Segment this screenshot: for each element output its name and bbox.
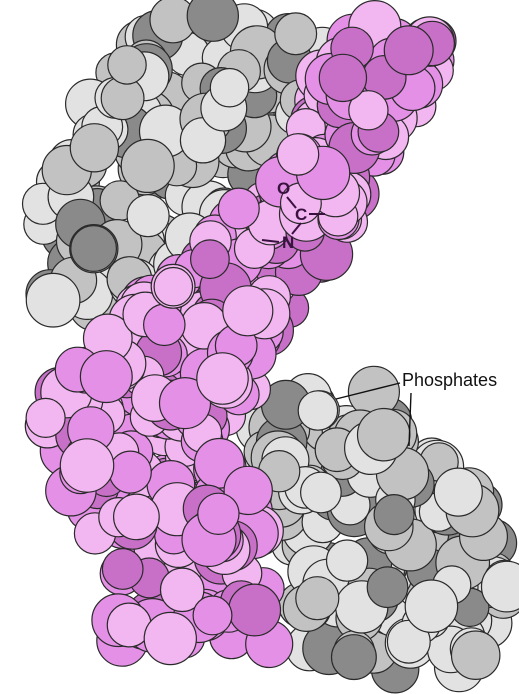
- gray-atom: [405, 580, 457, 632]
- pink-atom: [114, 494, 160, 540]
- pink-atom: [218, 188, 259, 229]
- gray-atom: [71, 226, 117, 272]
- gray-atom: [374, 495, 414, 535]
- pink-atom: [26, 398, 65, 437]
- pink-atom: [144, 304, 185, 345]
- pink-atom: [198, 493, 239, 534]
- gray-atom: [327, 540, 368, 581]
- atom-c-label: C: [295, 205, 307, 224]
- gray-atom: [70, 124, 118, 172]
- pink-atom: [229, 584, 281, 636]
- gray-atom: [367, 567, 408, 608]
- pink-atom: [384, 26, 433, 75]
- gray-atom: [121, 139, 174, 192]
- gray-atom: [301, 472, 342, 513]
- pink-atom: [102, 549, 143, 590]
- gray-atom: [296, 577, 339, 620]
- gray-atom: [275, 13, 317, 55]
- gray-atom: [26, 273, 80, 327]
- gray-atom: [332, 635, 377, 680]
- gray-atom: [127, 195, 169, 237]
- gray-atom: [358, 409, 410, 461]
- pink-atom: [319, 54, 366, 101]
- pink-atom: [223, 286, 273, 336]
- pink-atom: [191, 240, 230, 279]
- atom-o-label: O: [277, 179, 290, 198]
- pink-atom: [197, 353, 248, 404]
- pink-atom: [277, 134, 318, 175]
- gray-atom: [108, 46, 146, 84]
- gray-atom: [298, 391, 337, 430]
- atom-n-label: N: [282, 233, 294, 252]
- pink-atom: [193, 596, 232, 635]
- pink-atom: [109, 451, 151, 493]
- gray-atom: [434, 468, 482, 516]
- gray-atom: [210, 69, 248, 107]
- gray-atom: [452, 631, 500, 679]
- pink-atom: [60, 439, 113, 492]
- pink-atom: [144, 612, 196, 664]
- phosphates-label: Phosphates: [402, 370, 497, 390]
- pink-atom: [80, 351, 132, 403]
- pink-atom: [154, 268, 192, 306]
